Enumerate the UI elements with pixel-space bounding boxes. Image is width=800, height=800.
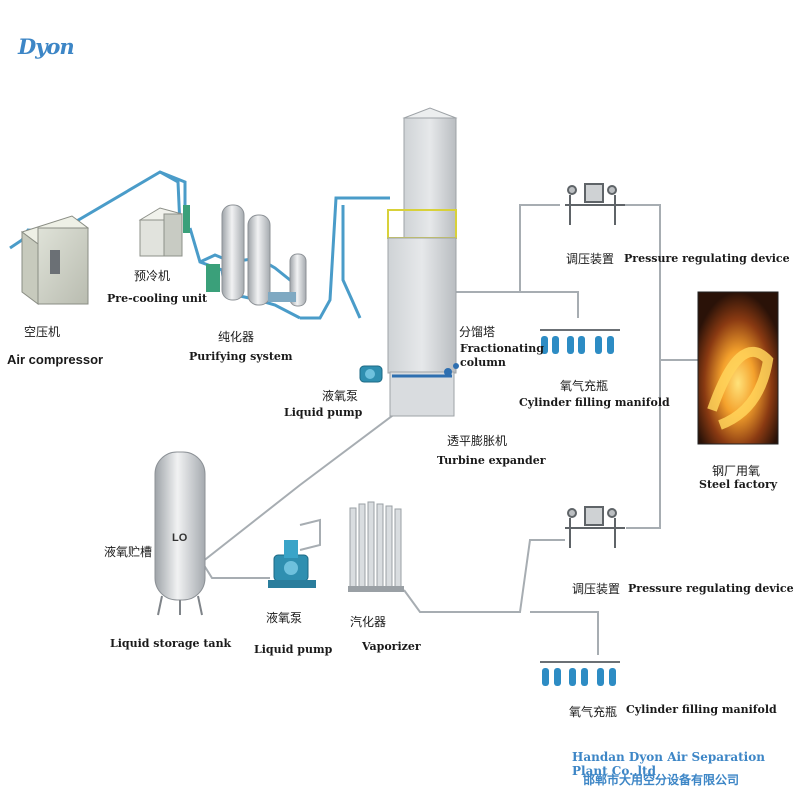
label-cylinder-bottom-en: Cylinder filling manifold xyxy=(626,703,777,716)
label-column-en-2: column xyxy=(460,356,506,369)
fractionating-column xyxy=(387,107,459,417)
label-column-en-1: Fractionating xyxy=(460,342,544,355)
company-logo: Dyon xyxy=(18,34,75,59)
label-turbine-en: Turbine expander xyxy=(437,454,546,467)
label-pre-cooling-cn: 预冷机 xyxy=(134,269,171,283)
air-compressor xyxy=(20,215,90,305)
label-purifying-cn: 纯化器 xyxy=(218,330,255,344)
label-vaporizer-cn: 汽化器 xyxy=(350,615,387,629)
steel-factory-image xyxy=(697,291,779,445)
pre-cooling-unit xyxy=(138,205,190,257)
label-steel-cn: 钢厂用氧 xyxy=(712,464,761,478)
label-vaporizer-en: Vaporizer xyxy=(362,640,421,653)
pressure-regulator-bottom xyxy=(565,506,625,548)
label-pressure-top-en: Pressure regulating device xyxy=(624,252,790,265)
label-storage-cn: 液氧贮槽 xyxy=(104,545,153,559)
label-cylinder-top-cn: 氧气充瓶 xyxy=(560,379,609,393)
label-air-compressor-en: Air compressor xyxy=(7,352,104,367)
tank-marking: LO xyxy=(172,532,188,544)
label-turbine-cn: 透平膨胀机 xyxy=(447,434,508,448)
cylinder-manifold-bottom xyxy=(540,661,620,686)
label-air-compressor-cn: 空压机 xyxy=(24,325,61,339)
cylinder-manifold-top xyxy=(540,329,620,354)
label-column-cn: 分馏塔 xyxy=(459,325,496,339)
liquid-storage-tank xyxy=(154,451,206,616)
label-storage-en: Liquid storage tank xyxy=(110,637,232,650)
purifying-system xyxy=(206,204,307,307)
label-liquid-pump-top-en: Liquid pump xyxy=(284,406,363,419)
company-name-cn: 邯郸市大用空分设备有限公司 xyxy=(583,773,740,787)
label-steel-en: Steel factory xyxy=(699,478,778,491)
label-cylinder-bottom-cn: 氧气充瓶 xyxy=(569,705,618,719)
label-pre-cooling-en: Pre-cooling unit xyxy=(107,292,208,305)
label-liquid-pump-top-cn: 液氧泵 xyxy=(322,389,359,403)
liquid-pump-top xyxy=(359,365,383,383)
label-pressure-bottom-en: Pressure regulating device xyxy=(628,582,794,595)
label-purifying-en: Purifying system xyxy=(189,350,293,363)
label-liquid-pump-bottom-en: Liquid pump xyxy=(254,643,333,656)
pressure-regulator-top xyxy=(565,183,625,225)
company-name-en: Handan Dyon Air Separation Plant Co.,ltd xyxy=(572,750,765,778)
label-pressure-top-cn: 调压装置 xyxy=(566,252,615,266)
label-pressure-bottom-cn: 调压装置 xyxy=(572,582,621,596)
liquid-pump-bottom xyxy=(268,540,316,588)
label-liquid-pump-bottom-cn: 液氧泵 xyxy=(266,611,303,625)
vaporizer xyxy=(348,501,404,592)
label-cylinder-top-en: Cylinder filling manifold xyxy=(519,396,670,409)
